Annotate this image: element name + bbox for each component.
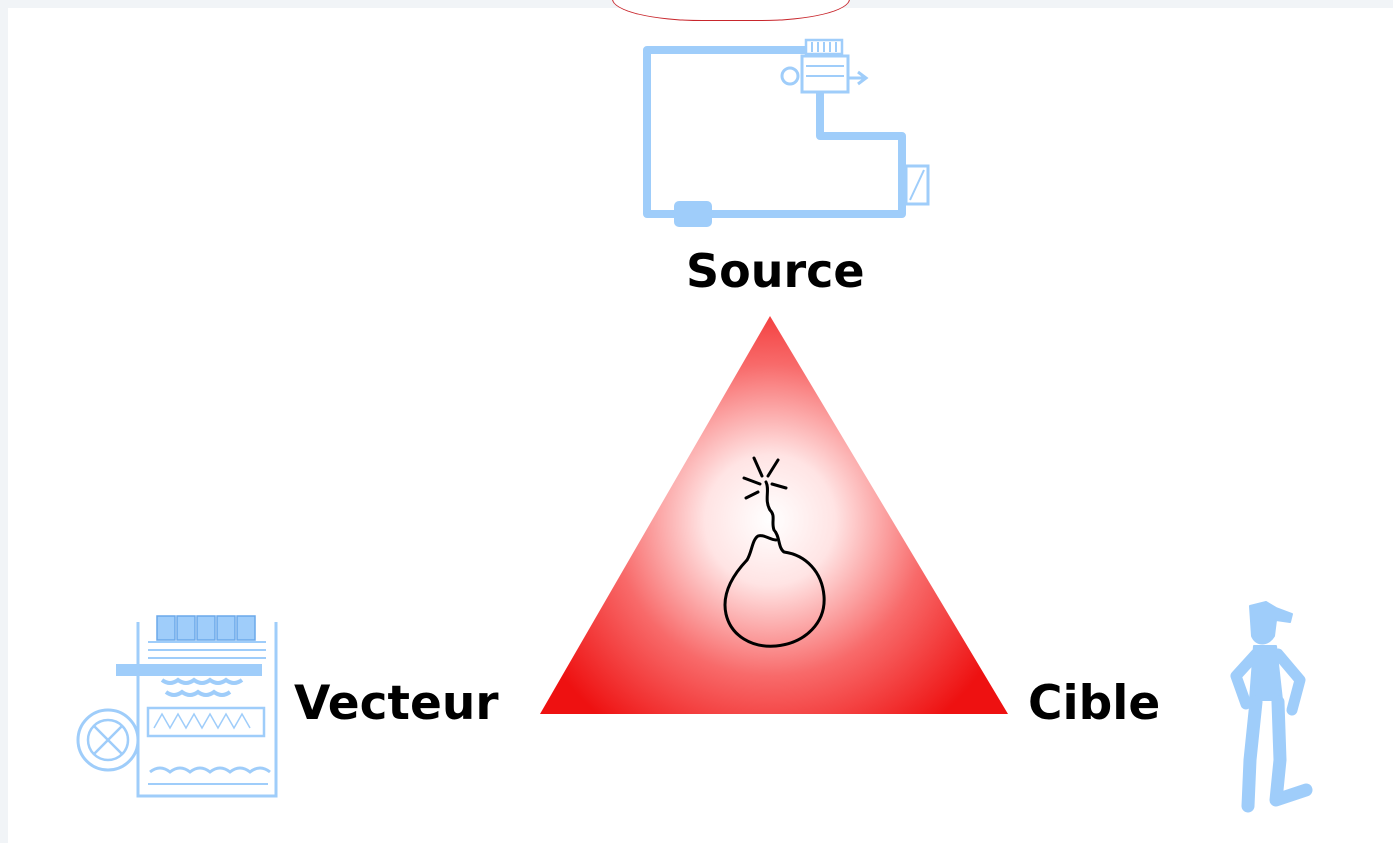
person-icon — [1230, 601, 1313, 813]
cooling-tower-icon — [76, 615, 278, 798]
bomb-icon — [723, 456, 826, 648]
vecteur-label: Vecteur — [294, 676, 499, 731]
circuit-installation-icon — [643, 38, 930, 227]
cible-label: Cible — [1028, 676, 1161, 731]
source-label: Source — [686, 244, 865, 298]
